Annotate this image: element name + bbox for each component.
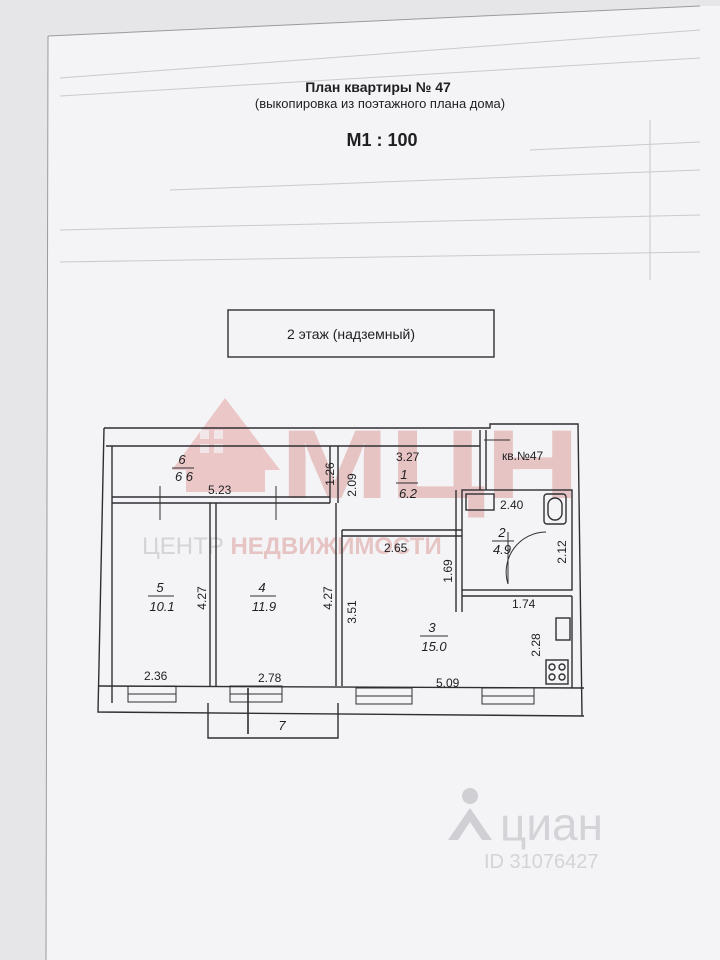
plan-scale: М1 : 100 [346,130,417,150]
cian-logo-icon [448,788,492,840]
svg-text:4: 4 [258,580,265,595]
room-label-1: 1 6.2 [396,467,418,501]
dimension-label: 2.09 [345,473,359,497]
room-label-3: 3 15.0 [420,620,448,654]
dimension-label: 2.36 [144,669,168,683]
svg-text:15.0: 15.0 [421,639,447,654]
dimension-label: 3.27 [396,450,420,464]
room-label-6: 6 6 6 [172,452,194,484]
svg-text:3: 3 [428,620,436,635]
room-label-4: 4 11.9 [250,580,276,614]
dimension-label: 2.78 [258,671,282,685]
svg-text:5: 5 [156,580,164,595]
paper-sheet [46,6,720,960]
dimension-label: 3.51 [345,600,359,624]
dimension-labels: 3.27 1.26 5.23 2.09 2.40 2.65 2.12 1.69 … [144,450,569,690]
svg-text:6.2: 6.2 [399,486,418,501]
bathroom-door-arc [505,531,547,585]
outer-wall-top [104,423,583,717]
dimension-label: 2.40 [500,498,524,512]
kitchen-sink [555,617,571,641]
plan-title: План квартиры № 47 [305,79,451,95]
paper-edge-left [45,35,49,960]
svg-text:10.1: 10.1 [149,599,174,614]
floor-label-box [227,309,495,358]
svg-text:4.9: 4.9 [493,542,511,557]
bathtub-fixture [543,493,567,525]
dimension-label: 4.27 [321,586,335,610]
room-label-2: 2 4.9 [492,525,514,557]
svg-text:6: 6 [178,452,186,467]
balcony-7 [207,703,339,739]
stove [545,659,569,685]
cian-watermark: циан ID 31076427 [448,788,603,873]
floor-plan [97,423,585,739]
dimension-label: 1.26 [323,462,337,486]
room-label-7: 7 [278,718,286,733]
cian-brand: циан [500,798,603,850]
dimension-label: 5.09 [436,676,460,690]
dimension-label: 1.74 [512,597,536,611]
paper-edge-top [47,5,701,37]
svg-text:7: 7 [278,718,286,733]
dimension-label: 2.12 [555,540,569,564]
dimension-label: 2.28 [529,633,543,657]
dimension-label: 2.65 [384,541,408,555]
svg-text:6 6: 6 6 [175,469,194,484]
dimension-label: 4.27 [195,586,209,610]
apartment-label: кв.№47 [502,449,544,463]
cian-id: ID 31076427 [484,851,599,873]
svg-text:11.9: 11.9 [252,599,276,614]
room-label-5: 5 10.1 [148,580,175,614]
svg-text:2: 2 [497,525,506,540]
bathroom-walls [461,489,573,591]
dimension-label: 1.69 [441,559,455,583]
svg-text:1: 1 [400,467,407,482]
bleed-through-lines [59,29,701,280]
plan-subtitle: (выкопировка из поэтажного плана дома) [255,96,505,111]
room-labels: 1 6.2 2 4.9 3 15.0 4 11.9 5 10.1 6 6 6 [148,452,514,733]
outer-wall-left-bottom [97,427,585,717]
dimension-label: 5.23 [208,483,232,497]
floor-label: 2 этаж (надземный) [287,326,415,342]
